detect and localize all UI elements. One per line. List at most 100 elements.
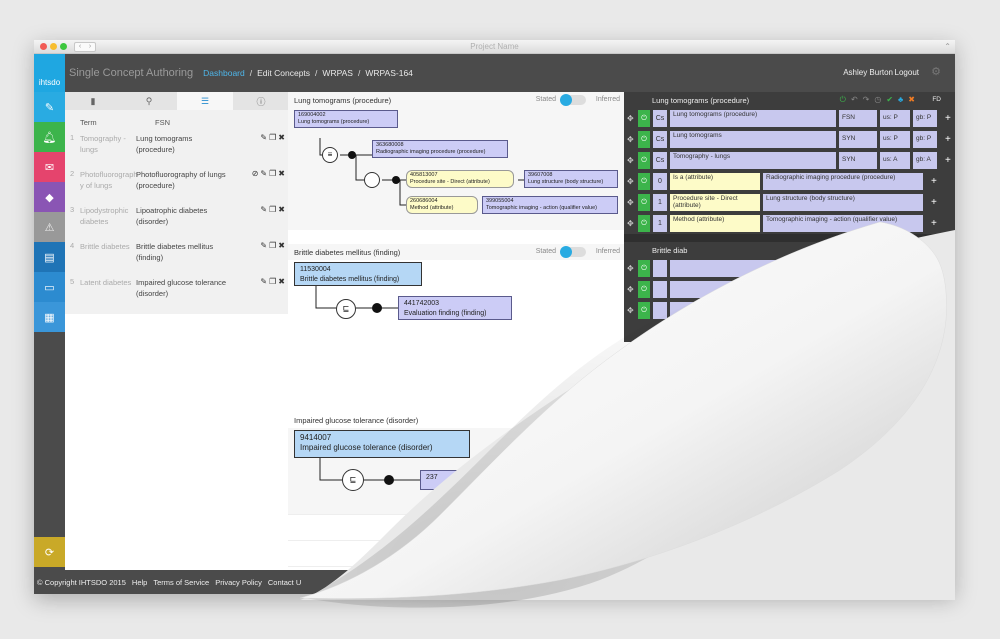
pencil-icon[interactable]: ✎: [260, 133, 268, 142]
description-type-select[interactable]: SYN: [839, 302, 877, 319]
us-acceptability[interactable]: us: A: [880, 152, 910, 169]
value-box[interactable]: 39607008 Lung structure (body structure): [524, 170, 618, 188]
graduation-cap-icon[interactable]: ◆: [34, 182, 65, 212]
nav-buttons[interactable]: ‹›: [74, 42, 96, 52]
value-box[interactable]: 399055004 Tomographic imaging - action (…: [482, 196, 618, 214]
us-acceptability[interactable]: us: P: [880, 281, 910, 298]
redo-icon[interactable]: ↷: [862, 95, 870, 104]
us-acceptability[interactable]: us: A: [880, 302, 910, 319]
share-icon[interactable]: ⌃: [944, 42, 951, 51]
delete-icon[interactable]: ✖: [278, 169, 285, 178]
relationship-type[interactable]: Method (attribute): [670, 215, 760, 232]
stated-inferred-toggle[interactable]: [560, 94, 586, 106]
drag-icon[interactable]: ✥: [627, 114, 634, 123]
add-icon[interactable]: +: [945, 113, 951, 124]
gb-acceptability[interactable]: gb: P: [913, 260, 937, 277]
gb-acceptability[interactable]: gb: P: [913, 281, 937, 298]
gb-acceptability[interactable]: gb: P: [913, 110, 937, 127]
description-row[interactable]: ✥⏻ Cs Lung tomograms (procedure) FSN us:…: [624, 108, 955, 129]
description-type-select[interactable]: SYN: [839, 131, 877, 148]
forward-icon[interactable]: ›: [88, 43, 92, 50]
description-row[interactable]: ✥⏻ Cs Tomography - lungs SYN us: A gb: A…: [624, 150, 955, 171]
relationship-type[interactable]: Procedure site - Direct (attribute): [670, 194, 760, 211]
relationship-group[interactable]: 1: [653, 194, 667, 211]
list-item[interactable]: 3 Lipodystrophic diabetes Lipoatrophic d…: [65, 205, 289, 241]
tab-search[interactable]: ⚲: [121, 92, 177, 110]
power-icon[interactable]: ⏻: [839, 95, 846, 104]
drag-icon[interactable]: ✥: [627, 219, 634, 228]
case-significance[interactable]: Cs: [653, 131, 667, 148]
drag-icon[interactable]: ✥: [627, 306, 634, 315]
close-icon[interactable]: ✖: [908, 95, 915, 104]
description-row[interactable]: ✥⏻ FSN us: P gb: P +: [624, 258, 955, 279]
pencil-icon[interactable]: ✎: [260, 205, 268, 214]
add-icon[interactable]: +: [931, 197, 937, 208]
us-acceptability[interactable]: us: P: [880, 110, 910, 127]
list-item[interactable]: 2 Photofluorograph y of lungs Photofluor…: [65, 169, 289, 205]
stated-inferred-toggle[interactable]: [560, 246, 586, 258]
relationship-row[interactable]: ✥⏻ 0 Is a (attribute) Radiographic imagi…: [624, 171, 955, 192]
drag-icon[interactable]: ✥: [627, 156, 634, 165]
description-term[interactable]: Lung tomograms: [670, 131, 836, 148]
copy-icon[interactable]: ❐: [269, 277, 277, 286]
warning-icon[interactable]: ⚠: [34, 212, 65, 242]
case-significance[interactable]: Cs: [653, 152, 667, 169]
description-type-select[interactable]: FSN: [839, 110, 877, 127]
copy-icon[interactable]: ❐: [269, 241, 277, 250]
breadcrumb-project[interactable]: WRPAS: [322, 68, 353, 78]
add-icon[interactable]: +: [945, 305, 951, 316]
gb-acceptability[interactable]: gb: A: [913, 302, 937, 319]
copy-icon[interactable]: ❐: [269, 133, 277, 142]
tab-info[interactable]: ⓘ: [233, 92, 289, 110]
delete-icon[interactable]: ✖: [278, 205, 285, 214]
description-row[interactable]: ✥⏻ Cs Lung tomograms SYN us: P gb: P +: [624, 129, 955, 150]
add-icon[interactable]: +: [931, 176, 937, 187]
minimize-window-button[interactable]: [50, 43, 57, 50]
concept-box[interactable]: 169004002 Lung tomograms (procedure): [294, 110, 398, 128]
tab-batch-list[interactable]: ☰: [177, 92, 233, 110]
card-icon[interactable]: ▭: [34, 272, 65, 302]
add-icon[interactable]: +: [945, 263, 951, 274]
description-term[interactable]: Tomography - lungs: [670, 152, 836, 169]
gb-acceptability[interactable]: gb: P: [913, 131, 937, 148]
list-item[interactable]: 5 Latent diabetes Impaired glucose toler…: [65, 277, 289, 313]
relationship-target[interactable]: Radiographic imaging procedure (procedur…: [763, 173, 923, 190]
footer-link-help[interactable]: Help: [131, 577, 148, 587]
edit-icon[interactable]: ✎: [34, 92, 65, 122]
footer-link-privacy[interactable]: Privacy Policy: [215, 577, 262, 587]
description-term[interactable]: [670, 260, 836, 277]
sync-icon[interactable]: ⟳: [34, 537, 65, 567]
description-type-select[interactable]: SYN: [839, 152, 877, 169]
power-icon[interactable]: ⏻: [638, 302, 650, 319]
description-row[interactable]: ✥ ⏻ SYN us: A gb: A +: [624, 300, 955, 321]
concept-box[interactable]: 11530004 Brittle diabetes mellitus (find…: [294, 262, 422, 286]
description-type-select[interactable]: SYN: [839, 281, 877, 298]
drag-icon[interactable]: ✥: [627, 177, 634, 186]
mail-icon[interactable]: ✉: [34, 152, 65, 182]
us-acceptability[interactable]: us: P: [880, 131, 910, 148]
drag-icon[interactable]: ✥: [627, 264, 634, 273]
table-row[interactable]: 2015-09-24 In Progress: [288, 514, 955, 540]
bell-icon[interactable]: 🔔︎: [34, 122, 65, 152]
pencil-icon[interactable]: ✎: [260, 169, 268, 178]
undo-icon[interactable]: ↶: [850, 95, 858, 104]
description-term[interactable]: Lung tomograms (procedure): [670, 110, 836, 127]
description-term[interactable]: [670, 281, 836, 298]
breadcrumb-edit-concepts[interactable]: Edit Concepts: [257, 68, 311, 78]
relationship-row[interactable]: ✥ ⏻ 1 Procedure site - Direct (attribute)…: [624, 192, 955, 213]
delete-icon[interactable]: ✖: [278, 241, 285, 250]
logout-link[interactable]: Logout: [894, 68, 919, 77]
attribute-box[interactable]: 405813007 Procedure site - Direct (attri…: [406, 170, 514, 188]
block-icon[interactable]: ⊘: [251, 169, 259, 178]
concept-box[interactable]: 9414007 Impaired glucose tolerance (diso…: [294, 430, 470, 458]
power-icon[interactable]: ⏻: [638, 194, 650, 211]
attribute-box[interactable]: 260686004 Method (attribute): [406, 196, 478, 214]
add-icon[interactable]: +: [945, 284, 951, 295]
history-icon[interactable]: ◷: [874, 95, 882, 104]
drag-icon[interactable]: ✥: [627, 198, 634, 207]
parent-box[interactable]: 363680008 Radiographic imaging procedure…: [372, 140, 508, 158]
list-item[interactable]: 1 Tomography - lungs Lung tomograms (pro…: [65, 133, 289, 169]
parent-box[interactable]: 237: [420, 470, 460, 490]
description-term[interactable]: [670, 302, 836, 319]
ihtsdo-logo[interactable]: ihtsdo: [34, 54, 65, 92]
